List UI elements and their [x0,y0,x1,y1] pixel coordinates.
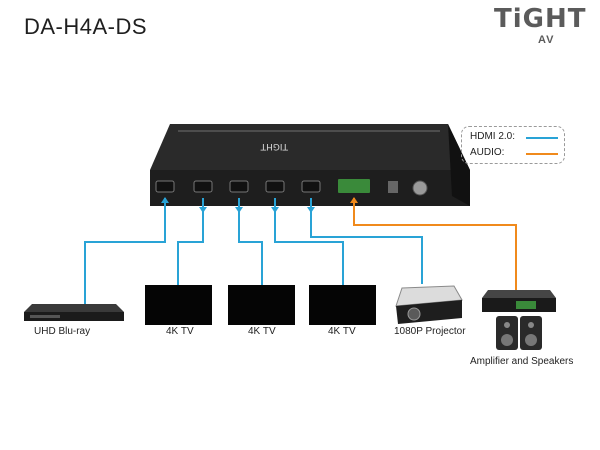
device-side [448,124,470,206]
amp-terminal [516,301,536,309]
speaker-right-woofer [525,334,537,346]
hdmi-cable-input [84,198,166,304]
caption-amplifier: Amplifier and Speakers [470,356,574,367]
speaker-left-woofer [501,334,513,346]
legend-box: HDMI 2.0: AUDIO: [461,126,565,164]
speaker-right-tweeter [528,322,534,328]
dip-switch [388,181,398,193]
legend-audio-label: AUDIO: [470,147,505,158]
arrow-out-2 [235,207,243,213]
bluray-tray [30,315,60,318]
amplifier [482,290,556,312]
arrow-out-3 [271,207,279,213]
device-brand-label: TIGHT [260,141,289,151]
logo-subtitle: AV [538,34,555,46]
hdmi-cables [84,198,423,304]
bluray-top [24,304,124,312]
hdmi-input-port [155,180,175,193]
logo-wordmark: TiGHT [494,4,587,34]
page-title: DA-H4A-DS [24,14,148,39]
bluray-front [24,312,124,321]
device-top [150,124,470,170]
caption-tv2: 4K TV [248,326,276,337]
arrow-out-1 [199,207,207,213]
hdmi-cable-tv3 [274,198,344,286]
hdmi-output-port-1 [193,180,213,193]
hdmi-arrowheads [161,197,315,213]
arrow-audio [350,197,358,203]
legend-hdmi-line [526,137,558,139]
speaker-left-tweeter [504,322,510,328]
tv-2-screen [228,285,295,325]
bluray-player [24,304,124,321]
tv-3-screen [309,285,376,325]
arrow-out-4 [307,207,315,213]
audio-cable-path [353,198,517,290]
power-jack [412,180,428,196]
hdmi-cable-tv2 [238,198,263,286]
legend-audio-line [526,153,558,155]
hdmi-cable-tv1 [177,198,204,286]
tv-1-screen [145,285,212,325]
arrow-input [161,197,169,203]
caption-bluray: UHD Blu-ray [34,326,91,337]
tight-av-logo: TiGHT AV [494,4,585,48]
projector [395,285,463,324]
audio-terminal-block [338,179,370,193]
speakers [496,316,542,350]
legend-hdmi-label: HDMI 2.0: [470,131,516,142]
hdmi-output-port-3 [265,180,285,193]
projector-lens [407,307,421,321]
hdmi-output-port-2 [229,180,249,193]
hdmi-cable-projector [310,198,423,284]
hdmi-splitter-device: TIGHT [150,124,470,206]
amp-top [482,290,556,298]
audio-cable [353,198,517,290]
caption-tv1: 4K TV [166,326,194,337]
caption-projector: 1080P Projector [394,326,466,337]
hdmi-output-port-4 [301,180,321,193]
caption-tv3: 4K TV [328,326,356,337]
